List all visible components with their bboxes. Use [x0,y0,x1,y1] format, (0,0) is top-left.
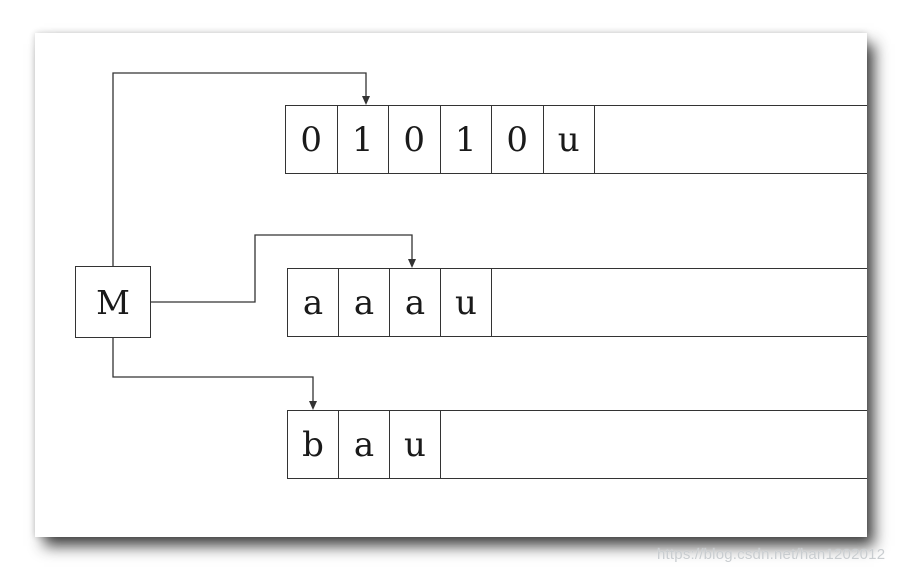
tape1-cell-1: 0 [286,106,338,173]
diagram-panel: M 0 1 0 1 0 u a a a u b a u [35,33,867,537]
tape2-cell-2: a [339,269,390,336]
tape1-cell-6: u [544,106,595,173]
tape2-cell-4: u [441,269,492,336]
tape2-cell-1: a [288,269,339,336]
tape-row-3: b a u [287,410,867,479]
tape1-open-cell [595,106,867,173]
tape3-cell-3: u [390,411,441,478]
tape-row-1: 0 1 0 1 0 u [285,105,867,174]
tape3-open-cell [441,411,867,478]
tape1-cell-5: 0 [492,106,544,173]
tape1-cell-3: 0 [389,106,441,173]
tape3-cell-1: b [288,411,339,478]
connector-to-tape3-line [112,338,314,401]
connector-to-tape2-arrowhead-icon [408,259,416,268]
tape2-cell-3: a [390,269,441,336]
machine-box: M [75,266,151,338]
watermark-url: https://blog.csdn.net/han1202012 [657,546,886,563]
connector-to-tape3-arrowhead-icon [309,401,317,410]
tape-row-2: a a a u [287,268,867,337]
connector-to-tape1-arrowhead-icon [362,96,370,105]
machine-label: M [96,282,130,322]
tape1-cell-2: 1 [338,106,389,173]
tape3-cell-2: a [339,411,390,478]
tape2-open-cell [492,269,867,336]
tape1-cell-4: 1 [441,106,492,173]
